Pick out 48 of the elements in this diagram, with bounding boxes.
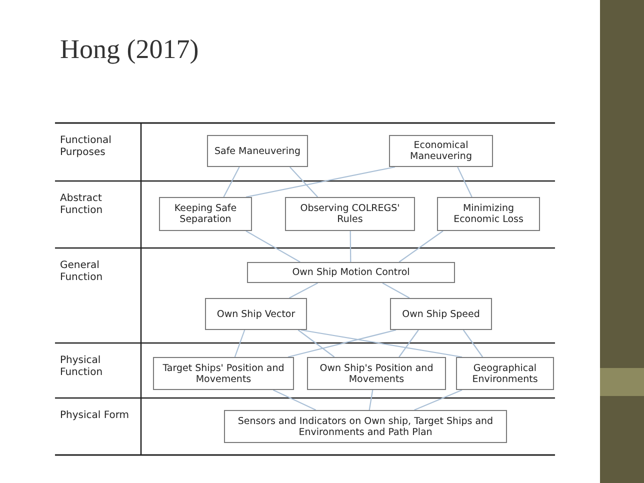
box-text: Safe Maneuvering bbox=[214, 146, 301, 156]
row-label: Physical Form bbox=[60, 410, 130, 422]
function-box bbox=[437, 197, 540, 231]
box-text: Own Ship's Position and Movements bbox=[318, 362, 434, 384]
function-box bbox=[307, 357, 446, 390]
box-text: Keeping Safe Separation bbox=[173, 203, 238, 225]
function-box bbox=[159, 197, 252, 231]
function-box bbox=[247, 262, 455, 283]
box-text: Own Ship Vector bbox=[216, 308, 296, 320]
box-text: Own Ship Motion Control bbox=[292, 267, 410, 278]
connector-line bbox=[289, 166, 318, 198]
function-box bbox=[205, 298, 307, 330]
connector-line bbox=[398, 330, 419, 358]
connector-line bbox=[300, 329, 462, 358]
function-box bbox=[207, 135, 308, 167]
connector-line bbox=[234, 330, 246, 358]
function-box bbox=[153, 357, 294, 390]
row-label: Physical Function bbox=[60, 355, 104, 379]
connector-line bbox=[350, 231, 352, 262]
connector-line bbox=[246, 166, 396, 198]
box-text: Target Ships' Position and Movements bbox=[162, 362, 286, 384]
connector-line bbox=[223, 166, 240, 198]
box-text: Geographical Environments bbox=[471, 362, 539, 384]
row-label: General Function bbox=[60, 260, 104, 284]
function-box bbox=[389, 135, 493, 167]
connector-line bbox=[289, 282, 318, 298]
function-box bbox=[390, 298, 492, 330]
connector-line bbox=[462, 330, 484, 358]
function-box bbox=[224, 410, 507, 443]
connector-line bbox=[288, 329, 396, 358]
connector-line bbox=[414, 390, 462, 410]
function-box bbox=[456, 357, 554, 390]
connector-line bbox=[298, 330, 335, 358]
function-box bbox=[285, 197, 415, 231]
box-text: Economical Maneuvering bbox=[409, 140, 473, 162]
connector-line bbox=[272, 390, 316, 410]
slide-title: Hong (2017) bbox=[60, 36, 199, 63]
connector-line bbox=[368, 390, 374, 410]
box-text: Observing COLREGS' Rules bbox=[299, 203, 401, 225]
box-text: Minimizing Economic Loss bbox=[452, 203, 524, 225]
connector-line bbox=[382, 282, 410, 298]
row-label: Abstract Function bbox=[60, 193, 104, 217]
connector-line bbox=[246, 230, 300, 262]
connector-line bbox=[398, 230, 444, 262]
box-text: Sensors and Indicators on Own ship, Target Ships and Environments and Path Plan bbox=[236, 416, 494, 438]
row-label: Functional Purposes bbox=[60, 135, 112, 159]
connector-line bbox=[457, 166, 472, 198]
box-text: Own Ship Speed bbox=[402, 308, 480, 320]
